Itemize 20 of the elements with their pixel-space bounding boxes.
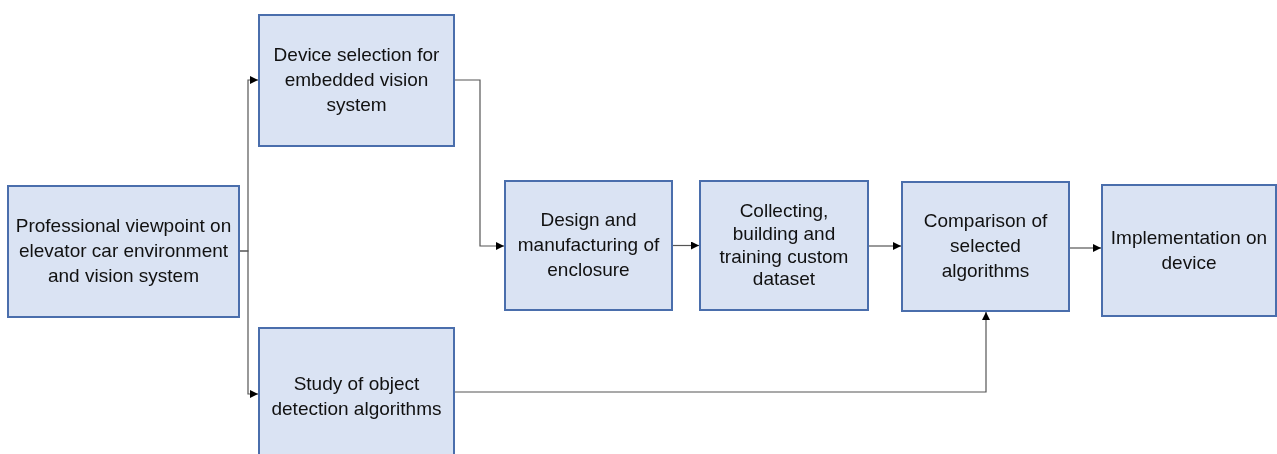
process-box bbox=[258, 14, 455, 147]
arrow bbox=[239, 250, 259, 398]
box-text: Device selection for embedded vision system bbox=[272, 43, 441, 117]
box-text: Implementation on device bbox=[1109, 225, 1269, 275]
process-box bbox=[1101, 184, 1277, 317]
process-box bbox=[504, 180, 673, 311]
arrow bbox=[1069, 244, 1102, 252]
arrow bbox=[454, 311, 990, 393]
process-box bbox=[7, 185, 240, 318]
process-box bbox=[901, 181, 1070, 312]
box-text: Collecting, building and training custom dataset bbox=[718, 199, 850, 292]
process-box bbox=[258, 327, 455, 454]
box-text: Study of object detection algorithms bbox=[270, 372, 443, 421]
box-text: Comparison of selected algorithms bbox=[922, 209, 1049, 283]
box-text: Design and manufacturing of enclosure bbox=[516, 208, 661, 282]
arrow bbox=[868, 242, 902, 250]
process-box bbox=[699, 180, 869, 311]
arrow bbox=[454, 79, 505, 250]
box-text: Professional viewpoint on elevator car environment and vision system bbox=[15, 214, 232, 288]
arrow bbox=[672, 241, 700, 250]
